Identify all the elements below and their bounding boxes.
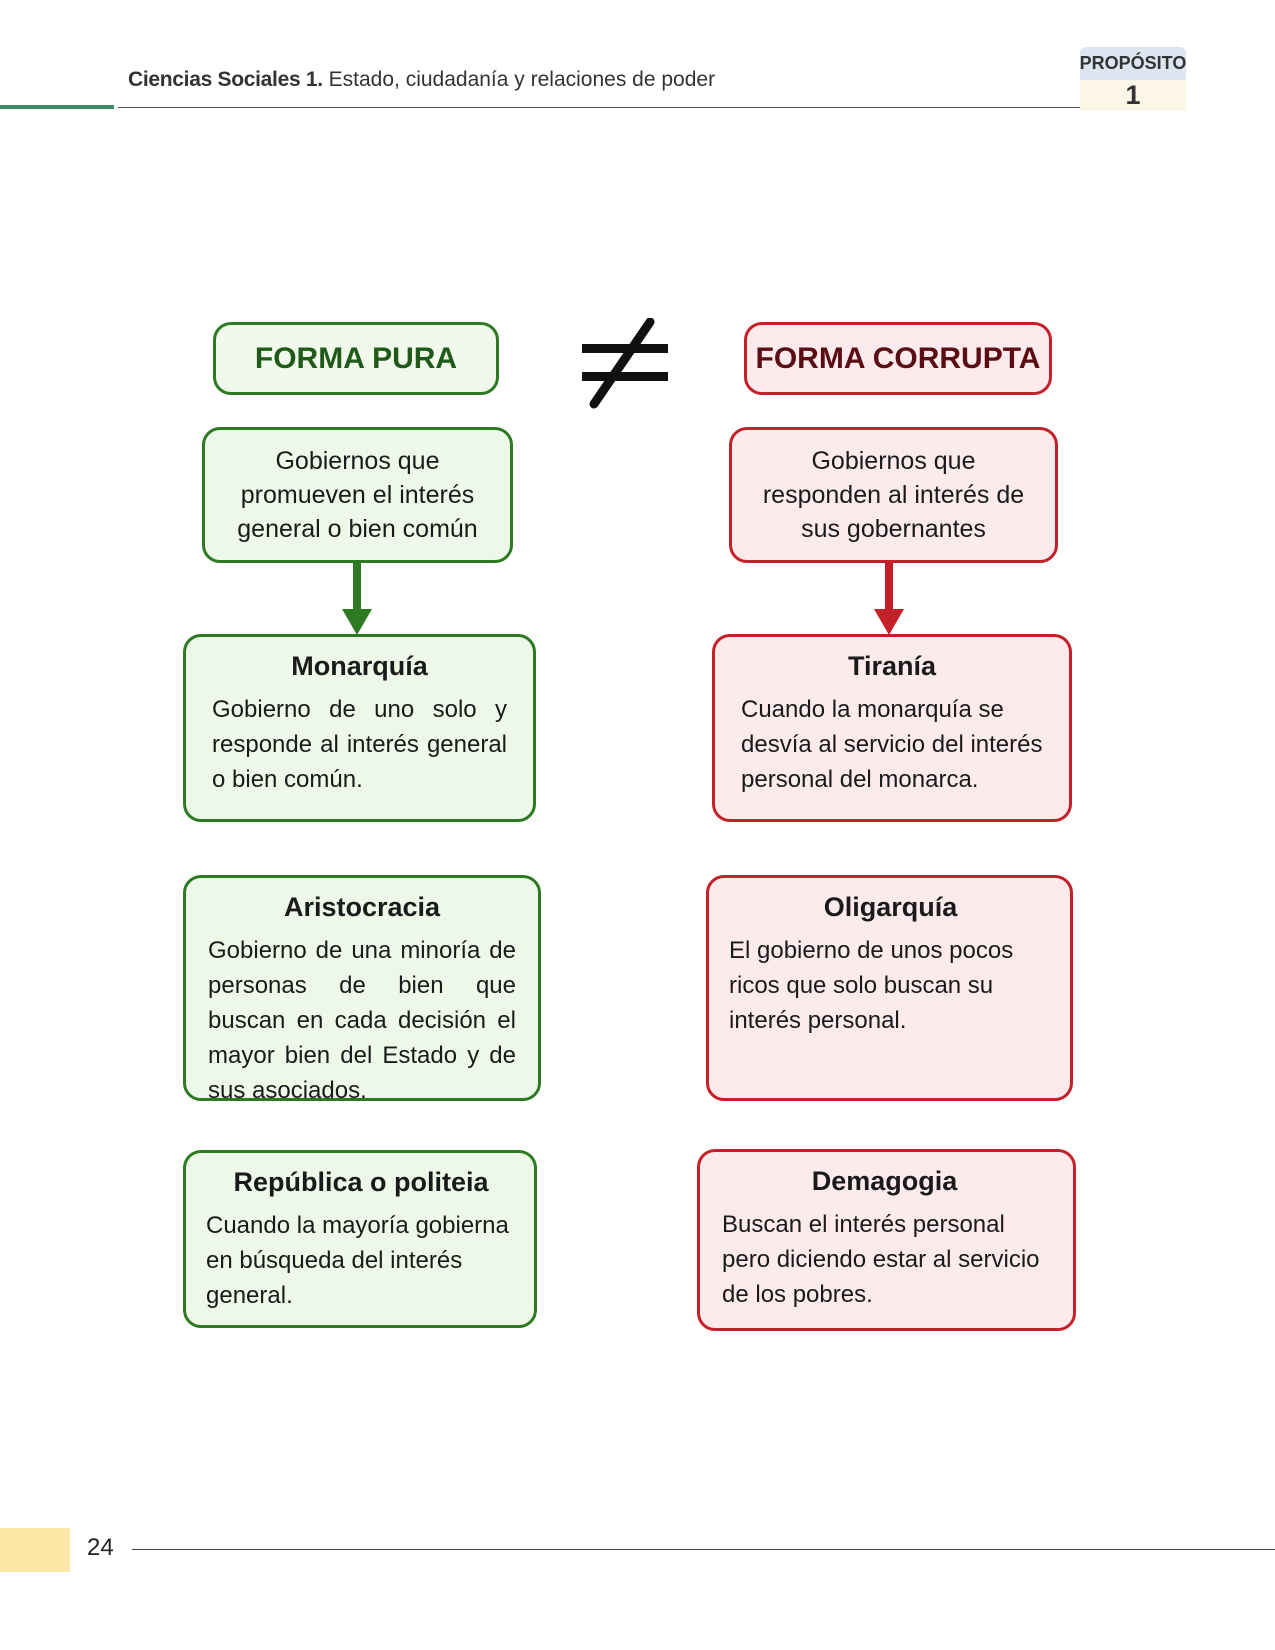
card-title: Demagogia (811, 1166, 958, 1196)
not-equal-icon (582, 318, 668, 409)
badge-label: PROPÓSITO (1080, 47, 1186, 80)
card-text: Gobierno de uno solo y responde al inter… (212, 696, 507, 793)
running-header: Ciencias Sociales 1. Estado, ciudadanía … (128, 68, 715, 92)
header-subtitle: Estado, ciudadanía y relaciones de poder (328, 68, 716, 91)
header-subject: Ciencias Sociales 1. (128, 68, 323, 91)
footer-tab (0, 1528, 70, 1572)
card-text: Gobierno de una minoría de personas de b… (208, 937, 516, 1104)
header-rule (118, 107, 1080, 108)
proposito-badge: PROPÓSITO 1 (1080, 47, 1186, 111)
corrupt-form-card: Tiranía Cuando la monarquía se desvía al… (712, 634, 1072, 822)
arrow-down-icon (874, 563, 904, 635)
card-text: Buscan el interés personal pero diciendo… (722, 1211, 1040, 1308)
card-text: El gobierno de unos pocos ricos que solo… (729, 937, 1014, 1034)
pure-form-card: República o politeia Cuando la mayoría g… (183, 1150, 537, 1328)
corrupt-form-card: Oligarquía El gobierno de unos pocos ric… (706, 875, 1073, 1101)
card-title: Tiranía (847, 651, 937, 681)
footer-rule (132, 1549, 1275, 1550)
card-title: Monarquía (291, 651, 428, 681)
card-text: Cuando la monarquía se desvía al servici… (741, 696, 1043, 793)
corrupt-form-title: FORMA CORRUPTA (744, 322, 1052, 395)
card-title: República o politeia (233, 1167, 489, 1197)
badge-number: 1 (1080, 80, 1186, 111)
corrupt-form-card: Demagogia Buscan el interés personal per… (697, 1149, 1076, 1331)
pure-form-title: FORMA PURA (213, 322, 499, 395)
pure-form-description: Gobiernos que promueven el interés gener… (202, 427, 513, 563)
pure-form-card: Monarquía Gobierno de uno solo y respond… (183, 634, 536, 822)
card-title: Oligarquía (823, 892, 958, 922)
arrow-down-icon (342, 563, 372, 635)
pure-form-card: Aristocracia Gobierno de una minoría de … (183, 875, 541, 1104)
card-text: Cuando la mayoría gobierna en búsqueda d… (206, 1212, 509, 1309)
page-number: 24 (87, 1534, 114, 1561)
corrupt-form-description: Gobiernos que responden al interés de su… (729, 427, 1058, 563)
header-accent-bar (0, 105, 114, 109)
card-title: Aristocracia (283, 892, 441, 922)
